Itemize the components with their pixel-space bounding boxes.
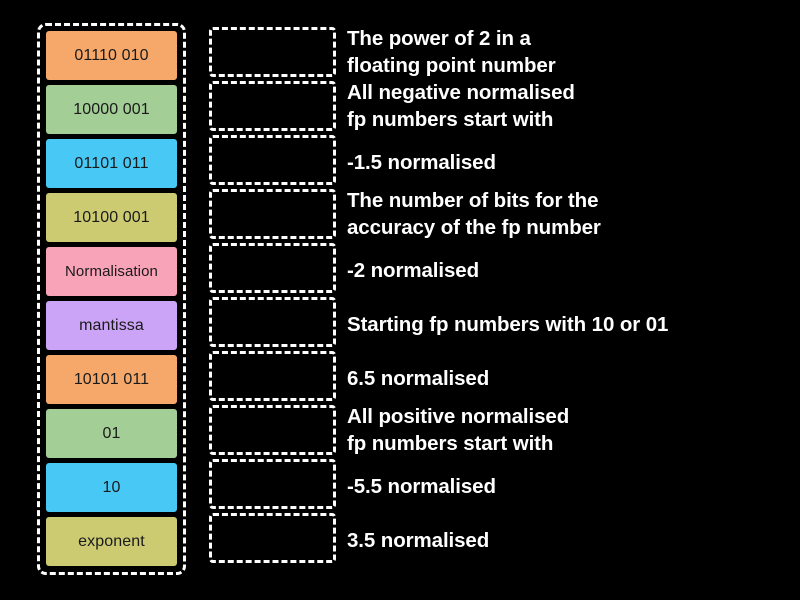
prompt-text-6: 6.5 normalised: [347, 366, 490, 390]
prompt-text-8: -5.5 normalised: [347, 474, 496, 498]
prompt-text-5: Starting fp numbers with 10 or 01: [347, 312, 669, 336]
match-rows-container: The power of 2 in a floating point numbe…: [209, 27, 789, 567]
prompt-text-3: The number of bits for the accuracy of t…: [347, 189, 601, 239]
draggable-tile-0[interactable]: 01110 010: [46, 31, 177, 80]
match-row: 3.5 normalised: [209, 513, 789, 567]
tile-label: mantissa: [79, 316, 144, 334]
draggable-tile-6[interactable]: 10101 011: [46, 355, 177, 404]
tile-label: 01110 010: [74, 46, 149, 64]
draggable-tile-8[interactable]: 10: [46, 463, 177, 512]
dropzone-1[interactable]: [209, 81, 336, 131]
dropzone-8[interactable]: [209, 459, 336, 509]
draggable-tile-1[interactable]: 10000 001: [46, 85, 177, 134]
prompt-text-4: -2 normalised: [347, 258, 479, 282]
match-row: -2 normalised: [209, 243, 789, 297]
tile-label: 01101 011: [74, 154, 149, 172]
prompt-text-0: The power of 2 in a floating point numbe…: [347, 27, 556, 77]
tile-label: Normalisation: [65, 263, 158, 280]
dropzone-0[interactable]: [209, 27, 336, 77]
draggable-tile-2[interactable]: 01101 011: [46, 139, 177, 188]
prompt-text-9: 3.5 normalised: [347, 528, 490, 552]
prompt-text-7: All positive normalised fp numbers start…: [347, 405, 570, 455]
match-row: The number of bits for the accuracy of t…: [209, 189, 789, 243]
prompt-text-2: -1.5 normalised: [347, 150, 496, 174]
tile-label: 10101 011: [73, 370, 150, 388]
prompt-text-1: All negative normalised fp numbers start…: [347, 81, 575, 131]
match-row: -1.5 normalised: [209, 135, 789, 189]
draggable-tile-3[interactable]: 10100 001: [46, 193, 177, 242]
dropzone-7[interactable]: [209, 405, 336, 455]
draggable-tile-9[interactable]: exponent: [46, 517, 177, 566]
dropzone-2[interactable]: [209, 135, 336, 185]
match-row: 6.5 normalised: [209, 351, 789, 405]
draggable-tile-5[interactable]: mantissa: [46, 301, 177, 350]
tile-label: exponent: [78, 532, 145, 550]
dropzone-6[interactable]: [209, 351, 336, 401]
match-row: Starting fp numbers with 10 or 01: [209, 297, 789, 351]
match-row: -5.5 normalised: [209, 459, 789, 513]
draggable-tile-7[interactable]: 01: [46, 409, 177, 458]
dropzone-5[interactable]: [209, 297, 336, 347]
match-row: The power of 2 in a floating point numbe…: [209, 27, 789, 81]
dropzone-4[interactable]: [209, 243, 336, 293]
tile-label: 01: [102, 424, 121, 442]
tile-label: 10: [102, 478, 121, 496]
dropzone-9[interactable]: [209, 513, 336, 563]
dropzone-3[interactable]: [209, 189, 336, 239]
draggable-tile-4[interactable]: Normalisation: [46, 247, 177, 296]
tile-label: 10100 001: [73, 208, 150, 226]
match-row: All positive normalised fp numbers start…: [209, 405, 789, 459]
tile-label: 10000 001: [73, 100, 150, 118]
match-row: All negative normalised fp numbers start…: [209, 81, 789, 135]
